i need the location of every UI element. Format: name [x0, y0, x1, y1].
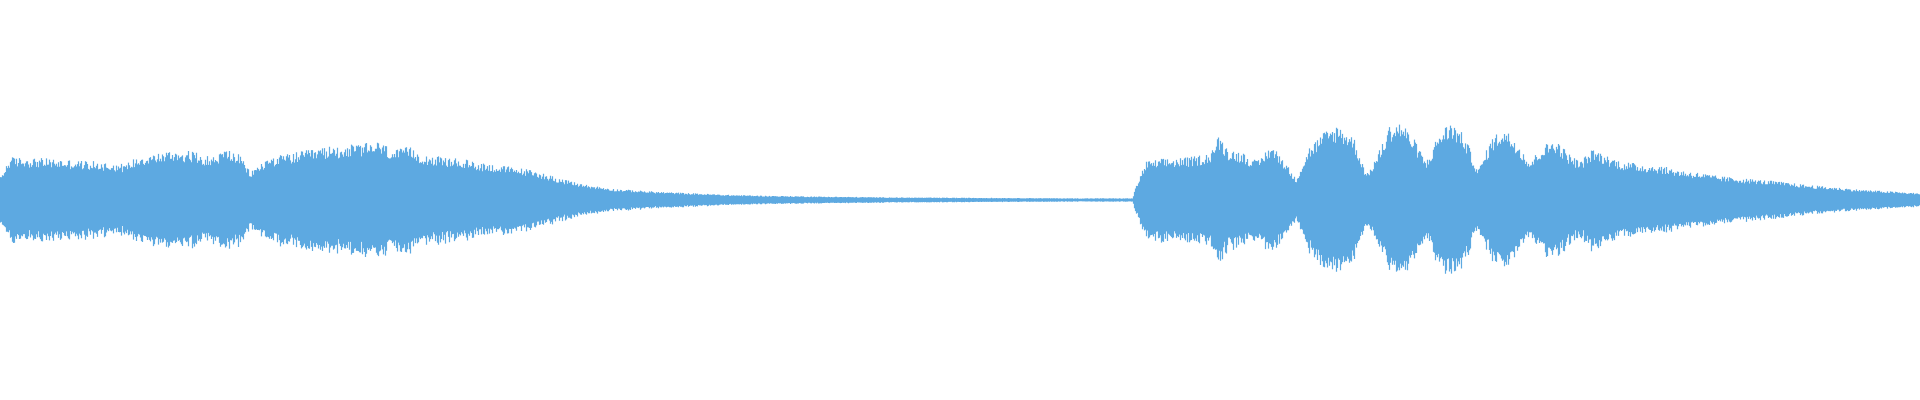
waveform-path: [0, 124, 1920, 274]
waveform-bars: [0, 124, 1920, 274]
